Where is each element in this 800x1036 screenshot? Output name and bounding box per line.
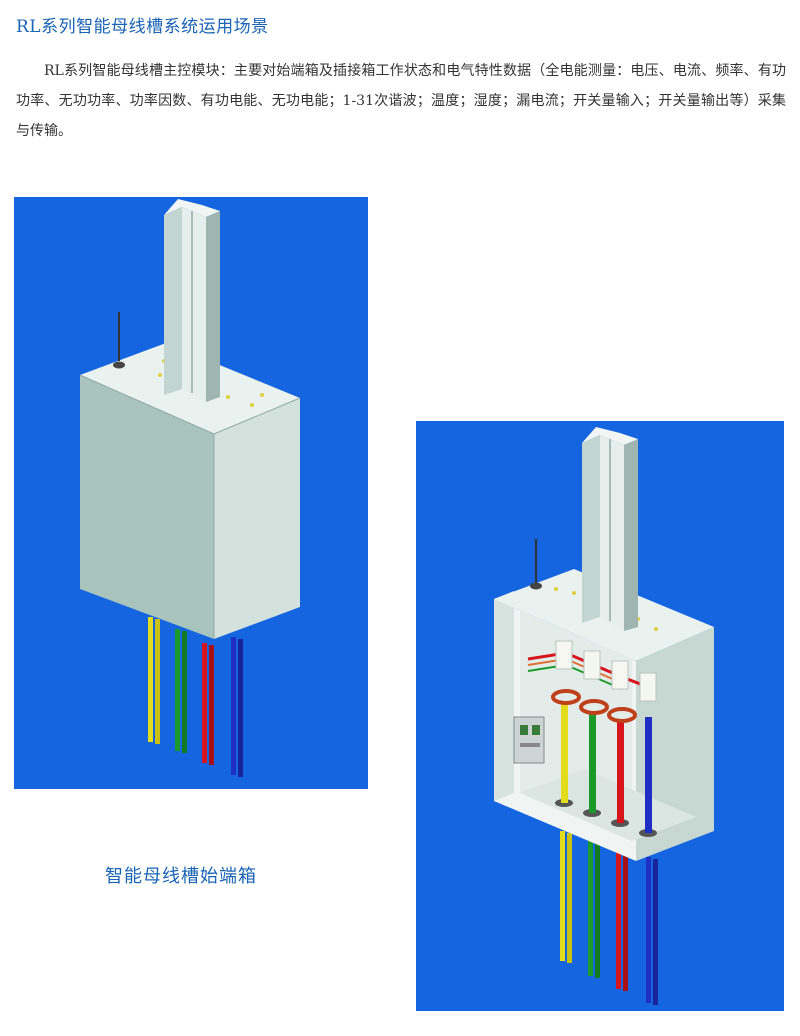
antenna-icon <box>530 539 542 590</box>
image-caption: 智能母线槽始端箱 <box>105 866 257 887</box>
busbar-duct-icon <box>582 427 638 631</box>
page-title: RL系列智能母线槽系统运用场景 <box>16 17 269 37</box>
cable-bundle-icon <box>560 831 658 1005</box>
open-box-image <box>416 421 784 1011</box>
circuit-breaker-icon <box>513 716 545 764</box>
busbar-duct-icon <box>164 199 220 402</box>
phase-conductors <box>561 701 652 833</box>
description-paragraph: RL系列智能母线槽主控模块：主要对始端箱及插接箱工作状态和电气特性数据（全电能测… <box>16 63 786 139</box>
closed-feeder-box-illustration <box>14 197 368 789</box>
closed-box-image <box>14 197 368 789</box>
busbar-terminals <box>555 640 657 702</box>
cable-bundle-icon <box>148 617 243 777</box>
current-transformer-icon <box>551 689 637 723</box>
open-feeder-box-illustration <box>416 421 784 1011</box>
antenna-icon <box>113 312 125 369</box>
